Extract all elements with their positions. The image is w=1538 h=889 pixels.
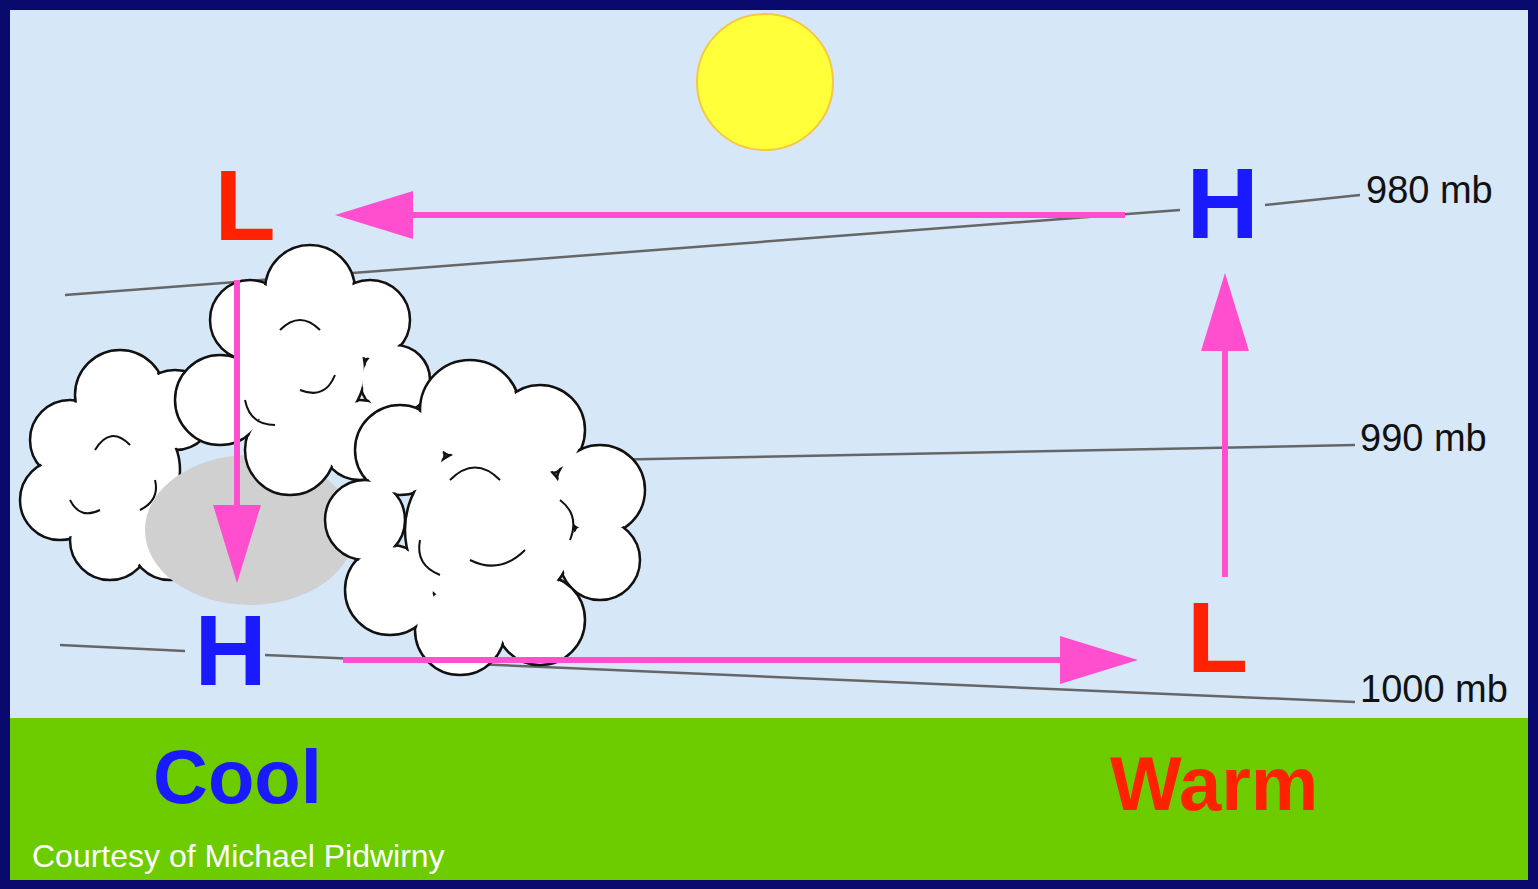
pressure-center: H [183,595,278,705]
credit-note: Courtesy of Michael Pidwirny [32,838,445,875]
isobar-line [60,645,185,651]
cloud-fill [407,447,573,613]
cloud-curl [300,375,335,393]
arrow-head [335,191,413,239]
cloud-curl [95,436,130,450]
cloud-curl [470,550,525,566]
cloud-curl [419,540,440,575]
sun [697,14,833,150]
pressure-letter: H [194,595,266,705]
arrow-shaft [343,657,1064,663]
cloud-curl [280,320,320,330]
isobar-label: 1000 mb [1360,667,1508,711]
clouds [20,245,645,675]
region-label: Warm [1110,740,1318,827]
circulation-arrow [1201,273,1249,577]
pressure-letter: H [1186,148,1258,258]
circulation-arrow [343,636,1138,684]
pressure-center: H [1175,148,1270,258]
arrow-shaft [409,212,1125,218]
isobar-label: 980 mb [1366,168,1493,212]
pressure-center: L [200,150,290,260]
arrow-shaft [234,280,240,509]
arrow-head [1060,636,1138,684]
circulation-arrow [335,191,1125,239]
cloud-curl [70,500,100,513]
cloud [325,360,645,675]
pressure-center: L [1170,582,1265,692]
isobar-label: 990 mb [1360,416,1487,460]
cloud-curl [245,400,275,425]
cloud-curl [560,500,573,540]
pressure-letter: L [1187,582,1248,692]
arrow-head [213,505,261,583]
cloud-fill [237,307,363,433]
cloud-fill [362,347,428,413]
ground [10,718,1528,880]
pressure-letter: L [214,150,275,260]
cloud-fill [327,482,403,558]
sky [10,10,1528,880]
region-label: Cool [153,733,322,820]
cloud-fill [562,522,638,598]
isobar-line [1265,195,1360,205]
circulation-arrow [213,280,261,583]
arrow-shaft [1222,347,1228,577]
cloud-curl [450,468,500,481]
isobar-line [600,445,1355,460]
arrow-head [1201,273,1249,351]
